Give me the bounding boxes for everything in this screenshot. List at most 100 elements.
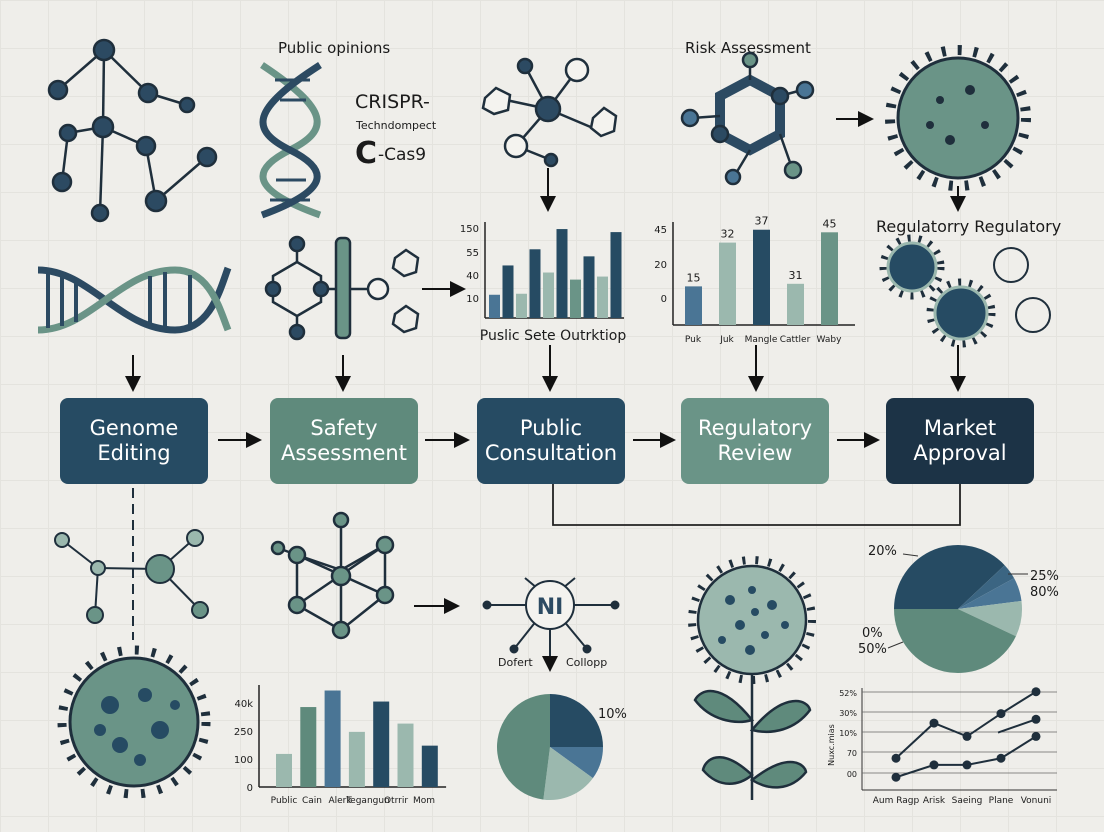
data-point	[1031, 731, 1041, 741]
virus-icon	[57, 645, 211, 799]
bar	[570, 279, 581, 318]
bar	[348, 731, 365, 787]
bar	[787, 283, 804, 325]
y-tick-label: 150	[460, 224, 479, 235]
y-tick-label: 0	[661, 294, 667, 305]
molecule-icon	[47, 38, 218, 223]
pie-slice	[958, 578, 1022, 609]
bar-data-label: 15	[687, 271, 701, 284]
y-tick-label: 55	[466, 248, 479, 259]
virus-cluster-icon	[879, 234, 1051, 348]
series-line	[895, 690, 1037, 759]
bar	[502, 265, 514, 318]
data-point	[929, 718, 939, 728]
bar-data-label: 37	[755, 215, 769, 228]
pie-slice	[550, 747, 603, 779]
hexagon-molecule-icon	[680, 51, 815, 186]
step-genome-editing[interactable]: Genome Editing	[60, 398, 208, 484]
pie-slice	[550, 694, 603, 747]
x-tick-label: Puk	[685, 335, 702, 345]
bar	[597, 276, 608, 318]
y-tick-label: 100	[234, 755, 253, 766]
dna-helix-icon	[37, 266, 232, 334]
x-tick-label: Mom	[413, 796, 435, 806]
pie-label: 50%	[858, 642, 887, 657]
x-tick-label: Mangle	[745, 335, 778, 345]
pie-slice	[543, 747, 593, 801]
pie-label: 80%	[1030, 585, 1059, 600]
virus-icon	[885, 45, 1031, 191]
x-tick-label: Otrrir	[384, 796, 408, 806]
pie-label: 25%	[1030, 569, 1059, 584]
data-point	[891, 753, 901, 763]
pie-slice	[894, 609, 1016, 673]
node-label: NI	[537, 595, 564, 620]
y-axis-label: Nuxc.mias	[827, 724, 836, 766]
step-market-approval[interactable]: Market Approval	[886, 398, 1034, 484]
technology-label: Techndompect	[355, 119, 437, 132]
pie-label: 10%	[598, 707, 627, 722]
x-tick-label: Saeing	[952, 796, 983, 806]
y-tick-label: 10%	[839, 729, 857, 738]
pie-label: 0%	[862, 626, 883, 641]
plant-icon	[688, 556, 816, 800]
bar	[397, 723, 414, 787]
bar	[719, 242, 736, 325]
step-regulatory-review[interactable]: Regulatory Review	[681, 398, 829, 484]
pie-slice	[958, 600, 1022, 637]
bar	[753, 229, 770, 325]
data-point	[929, 760, 939, 770]
crispr-label: CRISPR-	[355, 91, 430, 113]
bar	[489, 294, 500, 318]
bar	[583, 256, 595, 318]
bar	[610, 232, 622, 318]
x-tick-label: Cattler	[780, 335, 811, 345]
bar	[821, 232, 838, 325]
x-tick-label: Plane	[989, 796, 1014, 806]
pie-label: 20%	[868, 544, 897, 559]
bar	[529, 249, 541, 318]
x-tick-label: Aum Ragp	[873, 796, 920, 806]
y-tick-label: 10	[466, 294, 479, 305]
x-tick-label: Juk	[719, 335, 734, 345]
y-tick-label: 70	[847, 749, 857, 758]
chart-x-label: Puslic Sete Outrktiop	[480, 328, 627, 344]
risk-assessment-label: Risk Assessment	[685, 39, 811, 57]
cas9-label: -Cas9	[378, 145, 426, 165]
x-tick-label: Arisk	[923, 796, 946, 806]
pie-slice	[496, 694, 550, 800]
data-point	[962, 731, 972, 741]
regulatory-label: Regulatorry Regulatory	[876, 217, 1061, 236]
node-right-label: Collopp	[566, 656, 607, 669]
molecule-icon	[54, 488, 209, 640]
molecule-icon	[264, 235, 420, 341]
x-tick-label: Tegangun	[345, 796, 390, 806]
y-tick-label: 20	[654, 260, 667, 271]
pie-leader	[902, 553, 919, 557]
data-point	[891, 772, 901, 782]
pie-leader	[887, 641, 904, 649]
x-tick-label: Vonuni	[1021, 796, 1052, 806]
bar	[556, 229, 568, 318]
y-tick-label: 250	[234, 727, 253, 738]
data-point	[962, 760, 972, 770]
y-tick-label: 30%	[839, 709, 857, 718]
bar	[543, 272, 554, 318]
y-tick-label: 40k	[234, 699, 253, 710]
dna-helix-icon	[259, 62, 322, 219]
step-public-consultation[interactable]: Public Consultation	[477, 398, 625, 484]
bar	[324, 690, 341, 787]
step-safety-assessment[interactable]: Safety Assessment	[270, 398, 418, 484]
bar-data-label: 32	[721, 228, 735, 241]
x-tick-label: Public	[271, 796, 298, 806]
bar	[421, 745, 438, 787]
x-tick-label: Alerk	[328, 796, 352, 806]
bar	[685, 286, 702, 325]
bar-data-label: 45	[823, 217, 837, 230]
bar	[276, 753, 292, 787]
bar	[373, 701, 390, 787]
series-line	[895, 735, 1037, 779]
